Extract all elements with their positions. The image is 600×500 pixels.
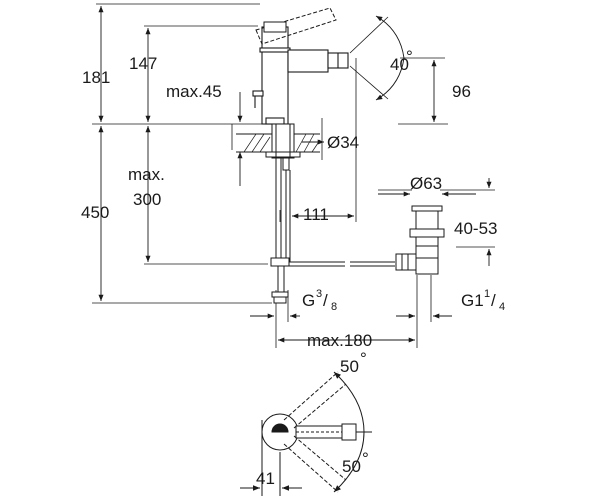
dim-max180-label: max.180 (307, 331, 372, 350)
dim-g38-numerator: 3 (316, 288, 322, 300)
dim-50-lower-label: 50 (342, 457, 361, 476)
dim-147-label: 147 (129, 54, 157, 73)
supply-hose (270, 157, 395, 304)
dim-max300-line2: 300 (133, 190, 161, 209)
dim-41-label: 41 (256, 469, 275, 488)
lever-pivot (263, 21, 287, 33)
dim-g38-slash: / (323, 291, 328, 310)
dim-d63-label: Ø63 (410, 174, 442, 193)
lever-handle (255, 7, 337, 45)
dim-g114-denominator: 4 (499, 301, 505, 313)
extension-lines (92, 3, 495, 348)
front-view-labels: 181 147 max.45 40 ° 96 Ø34 max. 300 450 … (81, 47, 505, 350)
dimension-lines (98, 6, 492, 343)
degree-symbol-lower: ° (362, 449, 369, 468)
dim-96-label: 96 (452, 82, 471, 101)
worktop-section (236, 123, 321, 159)
dim-g38-base: G (302, 291, 315, 310)
mixer-body (252, 26, 349, 125)
dim-40-53-label: 40-53 (454, 219, 497, 238)
dim-d34-label: Ø34 (327, 133, 359, 152)
dim-g38-denominator: 8 (331, 301, 337, 313)
dim-450-label: 450 (81, 203, 109, 222)
waste-fitting (395, 205, 445, 275)
dim-50-upper-label: 50 (340, 357, 359, 376)
top-view-labels: 50 ° 50 ° 41 (256, 349, 369, 488)
dim-g114-numerator: 1 (484, 288, 490, 300)
dim-181-label: 181 (82, 68, 110, 87)
dim-max300-line1: max. (128, 165, 165, 184)
dim-40-deg-label: 40 (390, 55, 409, 74)
dim-g114-slash: / (491, 291, 496, 310)
dim-max45-label: max.45 (166, 82, 222, 101)
dim-g114-base: G1 (461, 291, 484, 310)
degree-symbol: ° (406, 47, 413, 66)
top-view (240, 371, 372, 496)
degree-symbol-upper: ° (360, 349, 367, 368)
dim-111-label: 111 (303, 205, 329, 224)
